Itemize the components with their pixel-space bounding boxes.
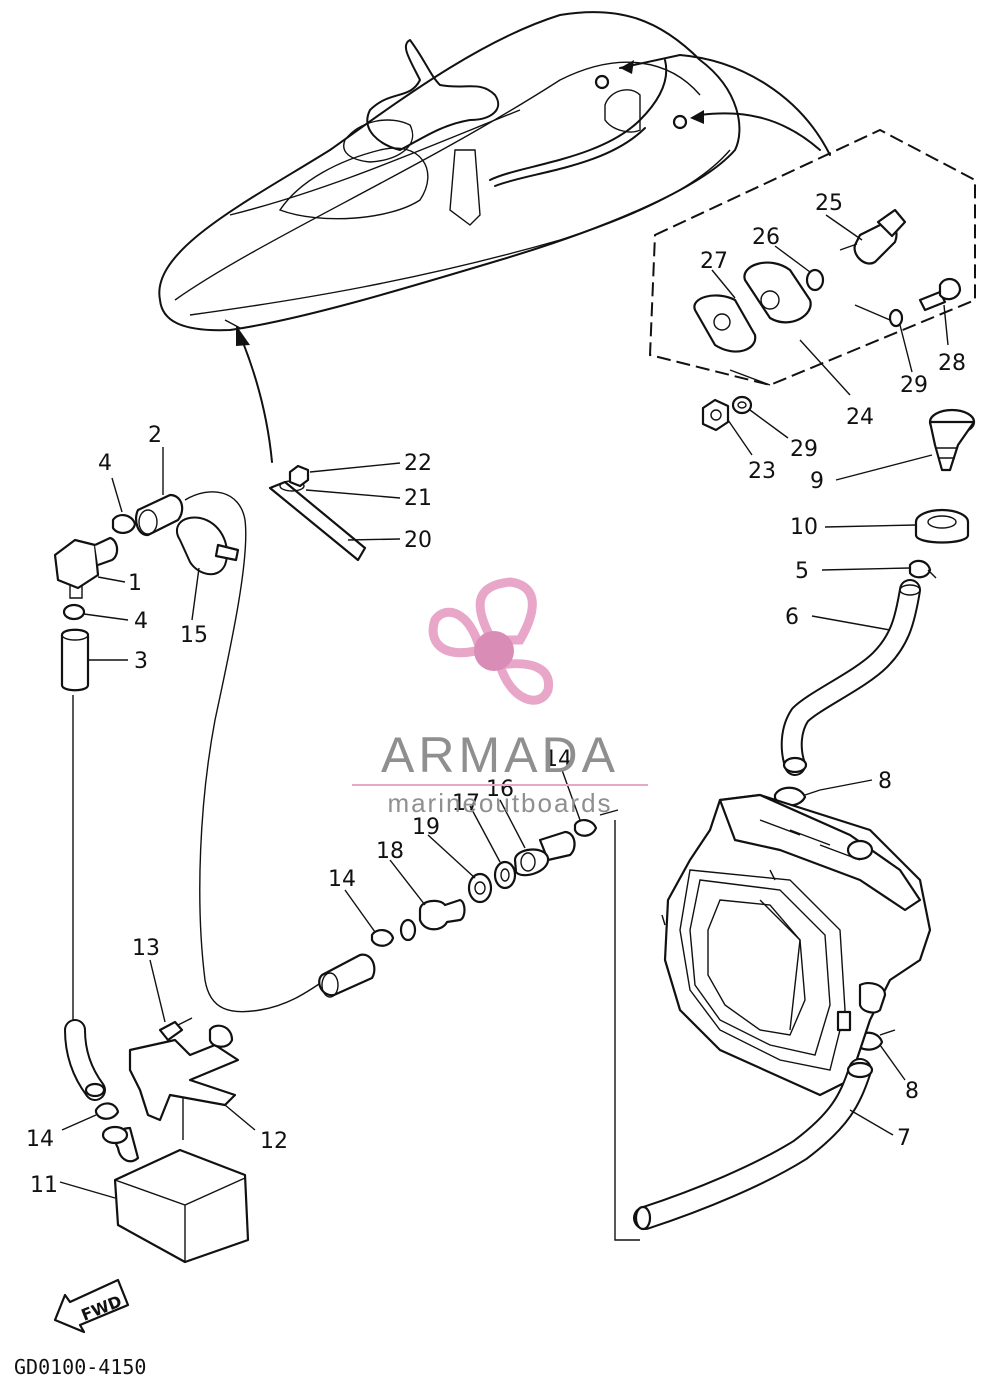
label-9: 9	[810, 469, 824, 494]
label-20: 20	[404, 528, 432, 553]
label-26: 26	[752, 225, 780, 250]
part-22-nut	[288, 464, 310, 488]
label-7: 7	[897, 1126, 911, 1151]
watercraft-hull	[158, 11, 831, 463]
propeller-logo-icon	[428, 577, 554, 705]
part-9-drain-plug	[928, 408, 976, 472]
label-8b: 8	[905, 1079, 919, 1104]
diagram-code: GD0100-4150	[14, 1355, 146, 1379]
part-14-clamp	[573, 819, 598, 837]
label-19: 19	[412, 815, 440, 840]
part-29-washer	[888, 308, 904, 328]
label-3: 3	[134, 649, 148, 674]
part-19-washer	[467, 872, 493, 904]
label-4b: 4	[134, 609, 148, 634]
brand-tagline: marineoutboards	[387, 788, 612, 818]
label-28: 28	[938, 351, 966, 376]
part-10-ring-nut	[914, 508, 970, 544]
part-6-hose	[782, 581, 919, 774]
label-14: 14	[328, 867, 356, 892]
part-23-nut	[701, 398, 730, 432]
part-1-elbow	[53, 536, 119, 599]
part-5-clamp	[908, 559, 932, 579]
label-23: 23	[748, 459, 776, 484]
part-17-washer	[493, 860, 517, 890]
brand-name: ARMADA	[381, 727, 619, 783]
label-29b: 29	[790, 437, 818, 462]
part-27-gasket	[743, 261, 812, 324]
label-4: 4	[98, 451, 112, 476]
label-8: 8	[878, 769, 892, 794]
part-14c-clamp	[94, 1102, 120, 1120]
part-11-tank	[101, 1125, 250, 1264]
label-29: 29	[900, 373, 928, 398]
part-7-hose	[635, 1060, 870, 1228]
label-15: 15	[180, 623, 208, 648]
part-4b-clamp	[62, 603, 86, 621]
label-10: 10	[790, 515, 818, 540]
label-25: 25	[815, 191, 843, 216]
nut-marker-icon	[594, 74, 610, 90]
fwd-arrow-icon: FWD	[53, 1278, 130, 1334]
label-13: 13	[132, 936, 160, 961]
part-12-bracket	[128, 1038, 240, 1122]
armada-watermark: ARMADA marineoutboards	[352, 577, 648, 818]
label-14c: 14	[26, 1127, 54, 1152]
label-5: 5	[795, 559, 809, 584]
label-16: 16	[486, 777, 514, 802]
part-2-hose	[134, 493, 184, 537]
part-20-bracket	[268, 480, 367, 562]
hose-segment	[318, 953, 376, 997]
part-13-screw	[158, 1020, 184, 1042]
label-2: 2	[148, 423, 162, 448]
part-4-clamp	[111, 514, 137, 534]
part-15-band	[175, 516, 228, 576]
leader-lines	[59, 214, 949, 1199]
detail-callout-box	[648, 128, 976, 396]
label-1: 1	[128, 571, 142, 596]
label-17: 17	[452, 791, 480, 816]
part-28-bolt	[938, 277, 962, 301]
part-18-fitting	[418, 898, 466, 931]
label-21: 21	[404, 486, 432, 511]
label-22: 22	[404, 451, 432, 476]
part-labels: 1 2 3 4 4 5 6 7 8 8 9 10 11 12 13 14 14 …	[26, 191, 966, 1198]
part-29b-washer	[731, 395, 753, 415]
label-27: 27	[700, 249, 728, 274]
jet-pump-housing	[661, 793, 932, 1097]
part-26-oring	[805, 268, 825, 292]
nut-marker-icon	[672, 114, 688, 130]
label-6: 6	[785, 605, 799, 630]
part-14b-clamp	[370, 929, 395, 947]
label-18: 18	[376, 839, 404, 864]
label-14b: 14	[544, 747, 572, 772]
label-11: 11	[30, 1173, 58, 1198]
label-12: 12	[260, 1129, 288, 1154]
label-24: 24	[846, 405, 874, 430]
